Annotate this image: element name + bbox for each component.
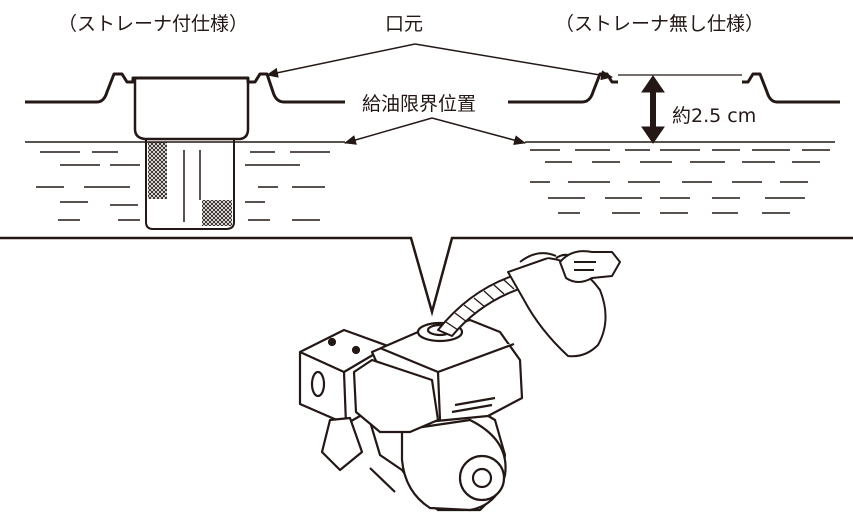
strainer-inner-lines — [183, 150, 201, 222]
no-strainer-tank-section — [500, 72, 840, 104]
fill-limit-leader-arrows — [344, 117, 526, 145]
fuel-waves-left — [36, 151, 330, 221]
strainer-mesh-hatch-bottom — [202, 200, 232, 226]
fill-limit-label-bg — [358, 88, 508, 116]
mouth-label: 口元 — [385, 13, 423, 35]
callout-frame — [0, 236, 853, 317]
fuel-waves-right — [530, 149, 830, 214]
depth-double-arrow — [641, 75, 665, 144]
with-strainer-title: （ストレーナ付仕様） — [58, 13, 248, 35]
fill-limit-label: 給油限界位置 — [362, 93, 476, 115]
fuel-can — [437, 250, 621, 358]
engine-illustration — [298, 318, 524, 512]
without-strainer-title: （ストレーナ無し仕様） — [555, 13, 764, 35]
strainer-tank-section — [25, 72, 345, 230]
strainer-mesh-hatch-left — [148, 142, 167, 199]
mouth-leader-arrows — [266, 43, 613, 81]
depth-label: 約2.5 cm — [672, 105, 756, 127]
